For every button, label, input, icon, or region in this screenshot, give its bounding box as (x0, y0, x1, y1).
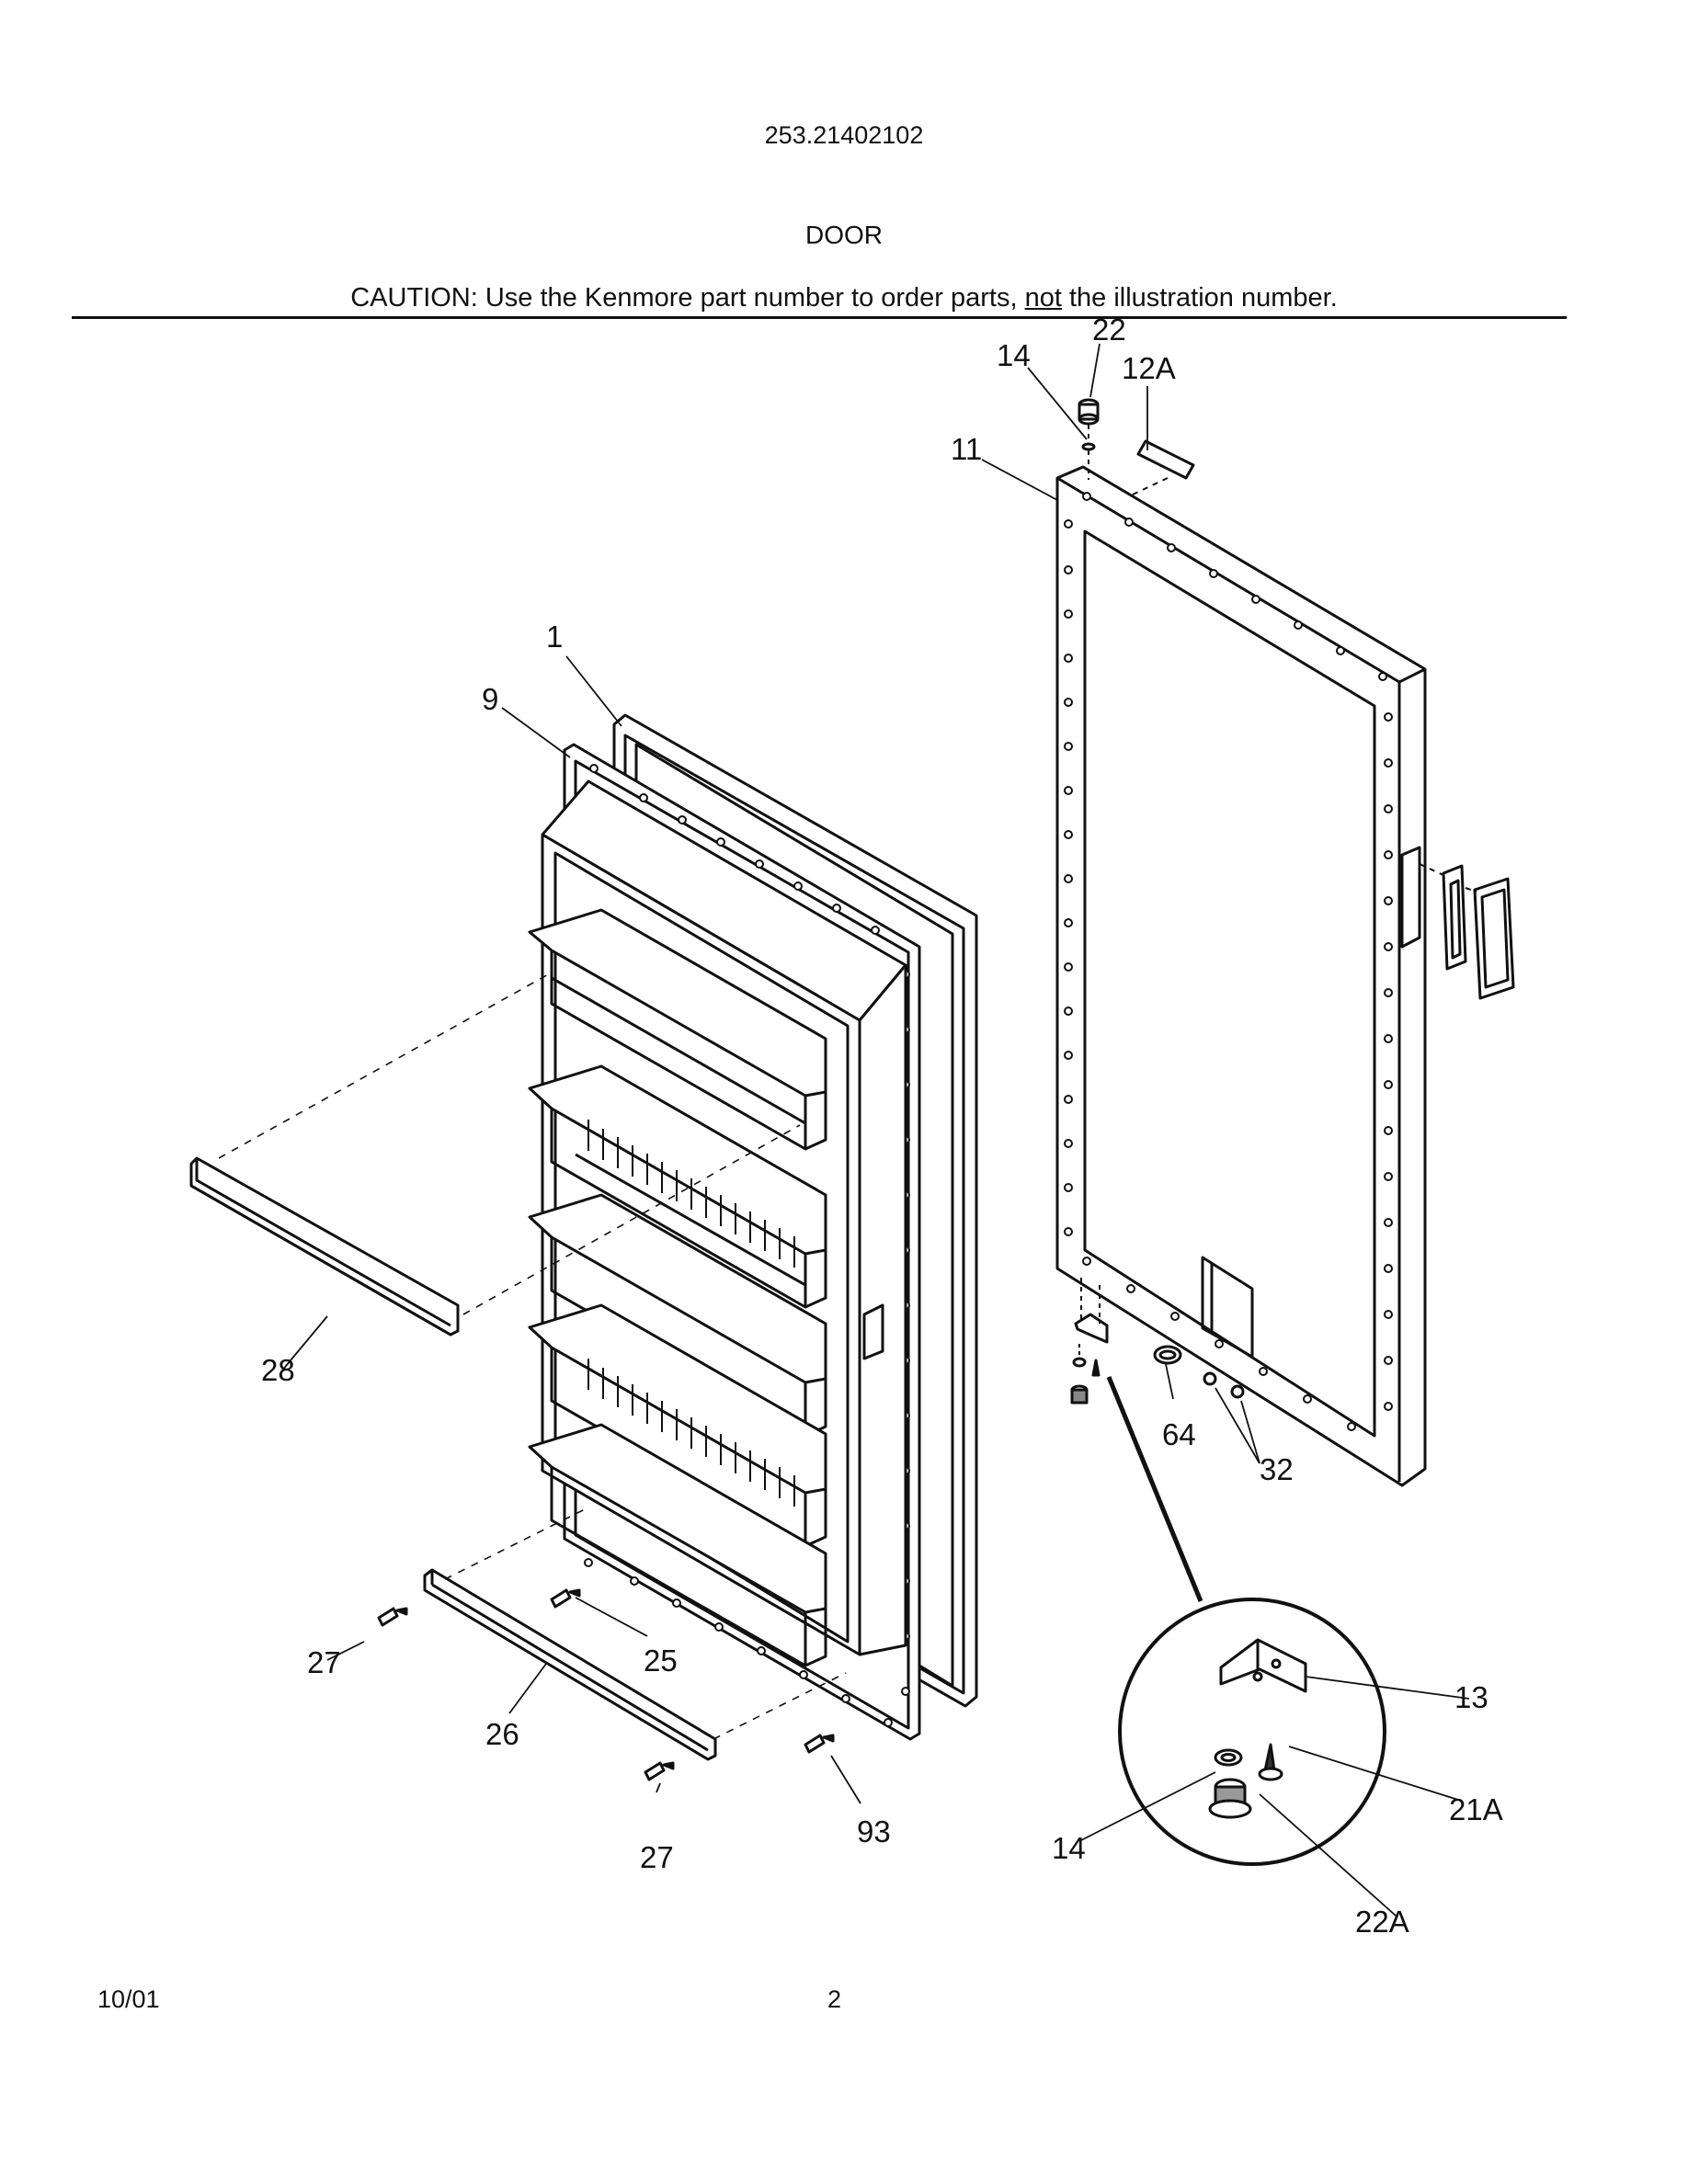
screws (377, 1588, 835, 1781)
callout-21a: 21A (1449, 1792, 1503, 1826)
model-number: 253.21402102 (764, 121, 924, 149)
callout-64: 64 (1162, 1417, 1196, 1451)
callout-14-detail: 14 (1052, 1831, 1086, 1865)
section-title: DOOR (805, 221, 883, 249)
callout-1: 1 (546, 620, 563, 654)
page-number: 2 (827, 1985, 842, 2013)
outer-door-panel (1055, 465, 1427, 1487)
door-handle (1442, 864, 1515, 1000)
callout-26: 26 (485, 1717, 519, 1751)
callout-22: 22 (1092, 313, 1126, 347)
callout-27-upper: 27 (307, 1645, 341, 1679)
top-hinge-pin (1078, 398, 1100, 480)
callout-14-top: 14 (997, 338, 1031, 372)
callout-93: 93 (857, 1814, 891, 1848)
label-plate (1136, 439, 1195, 480)
detail-pointer (1106, 1376, 1203, 1602)
callout-28: 28 (261, 1353, 295, 1387)
caution-prefix: CAUTION: Use the Kenmore part number to … (350, 283, 1025, 313)
shelf-rack (587, 1120, 795, 1507)
caution-suffix: the illustration number. (1061, 283, 1338, 313)
caution-note: CAUTION: Use the Kenmore part number to … (0, 283, 1688, 313)
callout-12a: 12A (1122, 351, 1176, 385)
callout-27-lower: 27 (640, 1840, 674, 1874)
callout-11: 11 (951, 432, 982, 466)
leader-lines (280, 343, 1470, 1917)
detail-hinge-parts (1208, 1638, 1307, 1819)
detail-circle (1118, 1598, 1386, 1866)
caution-emphasis: not (1024, 283, 1062, 313)
bottom-rail-26 (423, 1568, 717, 1761)
callout-25: 25 (644, 1644, 678, 1678)
callout-9: 9 (482, 682, 498, 716)
shelf-rail-28 (189, 1156, 460, 1337)
callout-labels: 1 9 11 12A 13 14 14 21A 22 22A 25 26 27 … (261, 313, 1503, 1939)
bottom-hinge-parts (1070, 1278, 1245, 1405)
callout-13: 13 (1454, 1680, 1488, 1714)
footer-date: 10/01 (97, 1985, 160, 2013)
header-rule (72, 316, 1567, 319)
callout-22a: 22A (1355, 1905, 1409, 1939)
callout-32: 32 (1260, 1452, 1294, 1486)
door-liner-shelves (528, 779, 907, 1667)
